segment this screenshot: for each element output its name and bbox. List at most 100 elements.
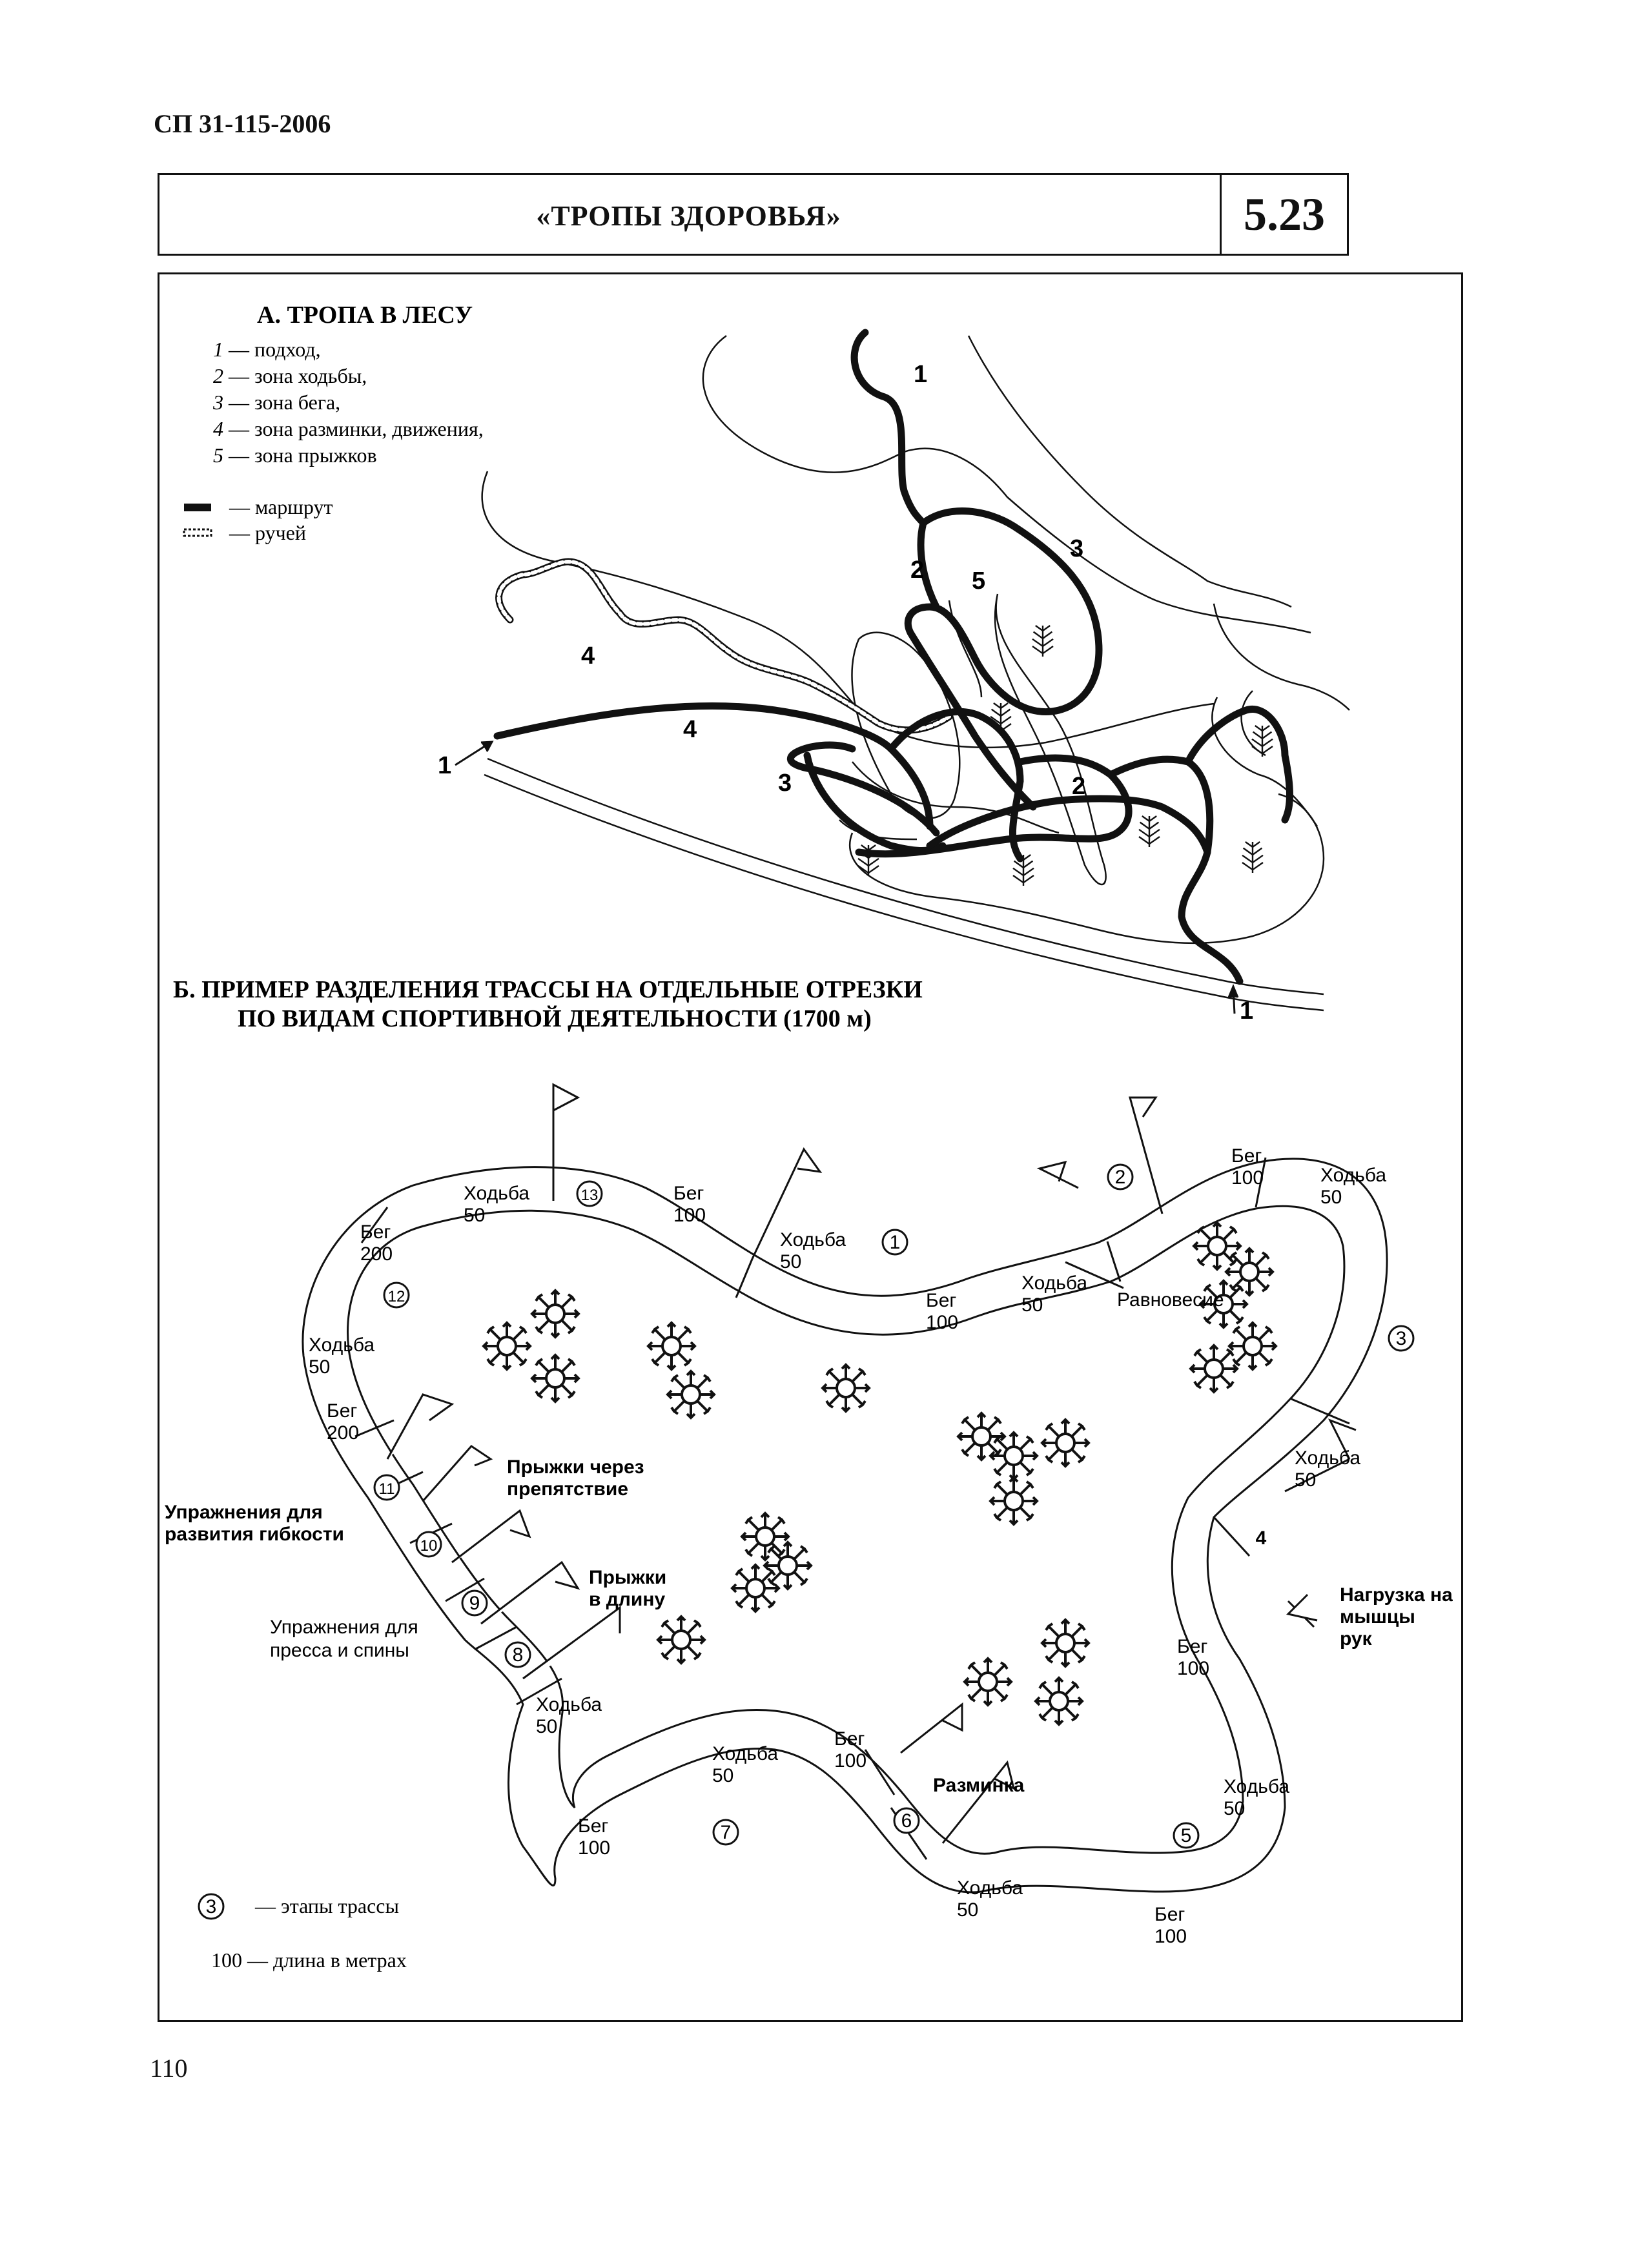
- svg-text:Ходьба: Ходьба: [1021, 1272, 1087, 1294]
- stage-6: 6: [901, 1810, 912, 1832]
- svg-text:3: 3: [1070, 535, 1083, 562]
- svg-text:5: 5: [972, 567, 985, 595]
- svg-text:100: 100: [1231, 1167, 1264, 1189]
- svg-text:Бег: Бег: [673, 1183, 704, 1204]
- svg-text:Бег: Бег: [327, 1400, 357, 1422]
- access-arrows: [455, 741, 1239, 1014]
- activity-labels: Равновесие Нагрузка на мышцы рук Разминк…: [165, 1289, 1453, 1796]
- route-symbol: [184, 504, 211, 511]
- activity-warmup: Разминка: [933, 1775, 1025, 1796]
- svg-text:Бег: Бег: [1231, 1145, 1262, 1167]
- stage-4: 4: [1256, 1527, 1267, 1549]
- activity-press-1: Упражнения для: [270, 1617, 418, 1638]
- activity-arms-1: Нагрузка на: [1340, 1584, 1453, 1606]
- stage-2: 2: [1115, 1167, 1126, 1188]
- route: [493, 329, 1293, 985]
- svg-text:5 — зона прыжков: 5 — зона прыжков: [213, 444, 377, 467]
- svg-text:50: 50: [464, 1205, 485, 1226]
- stage-markers: [373, 1163, 1415, 1849]
- title-divider: [1220, 175, 1222, 254]
- svg-text:2: 2: [910, 557, 924, 584]
- legend-text-3: — зона бега,: [223, 391, 340, 414]
- part-b-legend: 3 — этапы трассы 100 — длина в метрах: [198, 1893, 407, 1972]
- part-a-title: А. ТРОПА В ЛЕСУ: [257, 301, 473, 329]
- legend-text-1: — подход,: [223, 338, 321, 361]
- svg-text:3 — зона бега,: 3 — зона бега,: [212, 391, 340, 414]
- svg-text:100: 100: [834, 1750, 867, 1772]
- page-number: 110: [150, 2054, 188, 2083]
- activity-press-2: пресса и спины: [270, 1640, 409, 1661]
- svg-text:Ходьба: Ходьба: [712, 1743, 778, 1764]
- svg-text:50: 50: [780, 1251, 801, 1272]
- svg-text:50: 50: [536, 1716, 557, 1737]
- svg-text:Бег: Бег: [360, 1221, 391, 1243]
- svg-text:100: 100: [673, 1205, 706, 1226]
- stage-7: 7: [721, 1822, 732, 1843]
- stage-1: 1: [890, 1232, 901, 1253]
- svg-text:1 — подход,: 1 — подход,: [213, 338, 321, 361]
- svg-text:Бег: Бег: [1177, 1636, 1207, 1657]
- svg-text:Ходьба: Ходьба: [1320, 1165, 1386, 1186]
- legend-key-5: 5: [213, 444, 223, 467]
- stage-numbers: 1 2 3 4 5 6 7 8 9 10 11 12 13: [379, 1167, 1407, 1846]
- activity-flex-2: развития гибкости: [165, 1524, 344, 1545]
- svg-text:Ходьба: Ходьба: [536, 1694, 602, 1715]
- page-title: «ТРОПЫ ЗДОРОВЬЯ»: [536, 200, 841, 232]
- svg-text:50: 50: [1295, 1469, 1316, 1491]
- svg-text:Бег: Бег: [1154, 1904, 1185, 1925]
- svg-text:Бег: Бег: [578, 1815, 608, 1837]
- figure-frame: [158, 272, 1463, 2022]
- part-a-legend: 1 — подход, 2 — зона ходьбы, 3 — зона бе…: [212, 338, 484, 467]
- svg-text:Бег: Бег: [926, 1290, 956, 1311]
- stage-12: 12: [388, 1288, 405, 1305]
- svg-text:50: 50: [1320, 1187, 1342, 1208]
- stage-10: 10: [420, 1537, 438, 1555]
- stage-8: 8: [513, 1644, 524, 1666]
- route-symbol-label: — маршрут: [229, 495, 333, 518]
- terrain-contours: [481, 334, 1350, 1012]
- part-b-title-line1: Б. ПРИМЕР РАЗДЕЛЕНИЯ ТРАССЫ НА ОТДЕЛЬНЫЕ…: [173, 976, 923, 1003]
- stage-13: 13: [581, 1187, 599, 1204]
- section-number: 5.23: [1244, 189, 1325, 240]
- svg-text:1: 1: [1240, 997, 1253, 1025]
- svg-text:4 — зона разминки, движения,: 4 — зона разминки, движения,: [213, 417, 484, 440]
- part-b-title-line2: ПО ВИДАМ СПОРТИВНОЙ ДЕЯТЕЛЬНОСТИ (1700 м…: [238, 1005, 872, 1032]
- zone-numbers: 1 2 5 3 4 4 3 2 1 1: [438, 361, 1253, 1025]
- svg-text:50: 50: [1224, 1798, 1245, 1819]
- legend-key-1: 1: [213, 338, 223, 361]
- svg-text:Ходьба: Ходьба: [1295, 1447, 1360, 1469]
- svg-text:200: 200: [327, 1422, 359, 1444]
- stage-5: 5: [1181, 1825, 1192, 1846]
- document-code: СП 31-115-2006: [154, 109, 331, 138]
- stream-symbol-label: — ручей: [229, 521, 306, 544]
- svg-text:Бег: Бег: [834, 1728, 865, 1750]
- legend-text-4: — зона разминки, движения,: [223, 417, 484, 440]
- legend-key-4: 4: [213, 417, 223, 440]
- activity-obstacle-1: Прыжки через: [507, 1456, 644, 1478]
- activity-arms-2: мышцы: [1340, 1606, 1415, 1628]
- svg-text:Ходьба: Ходьба: [1224, 1776, 1289, 1797]
- svg-text:4: 4: [581, 642, 595, 669]
- svg-text:2 — зона ходьбы,: 2 — зона ходьбы,: [213, 364, 367, 387]
- svg-text:Ходьба: Ходьба: [309, 1334, 374, 1356]
- stream: [495, 558, 953, 734]
- svg-text:2: 2: [1072, 773, 1085, 800]
- svg-text:100: 100: [1177, 1658, 1209, 1679]
- svg-text:100: 100: [926, 1312, 958, 1333]
- svg-text:Ходьба: Ходьба: [957, 1877, 1023, 1899]
- svg-text:50: 50: [1021, 1294, 1043, 1316]
- legend-stage-text: — этапы трассы: [254, 1894, 399, 1917]
- svg-text:200: 200: [360, 1243, 393, 1265]
- activity-obstacle-2: препятствие: [507, 1478, 628, 1500]
- svg-text:1: 1: [438, 752, 451, 779]
- stream-symbol: [183, 528, 212, 537]
- svg-text:Ходьба: Ходьба: [780, 1229, 846, 1251]
- svg-text:100: 100: [1154, 1926, 1187, 1947]
- svg-text:50: 50: [957, 1899, 978, 1921]
- svg-text:3: 3: [778, 770, 792, 797]
- flags: [386, 1083, 1357, 1844]
- activity-flex-1: Упражнения для: [165, 1502, 323, 1523]
- stage-9: 9: [469, 1593, 480, 1614]
